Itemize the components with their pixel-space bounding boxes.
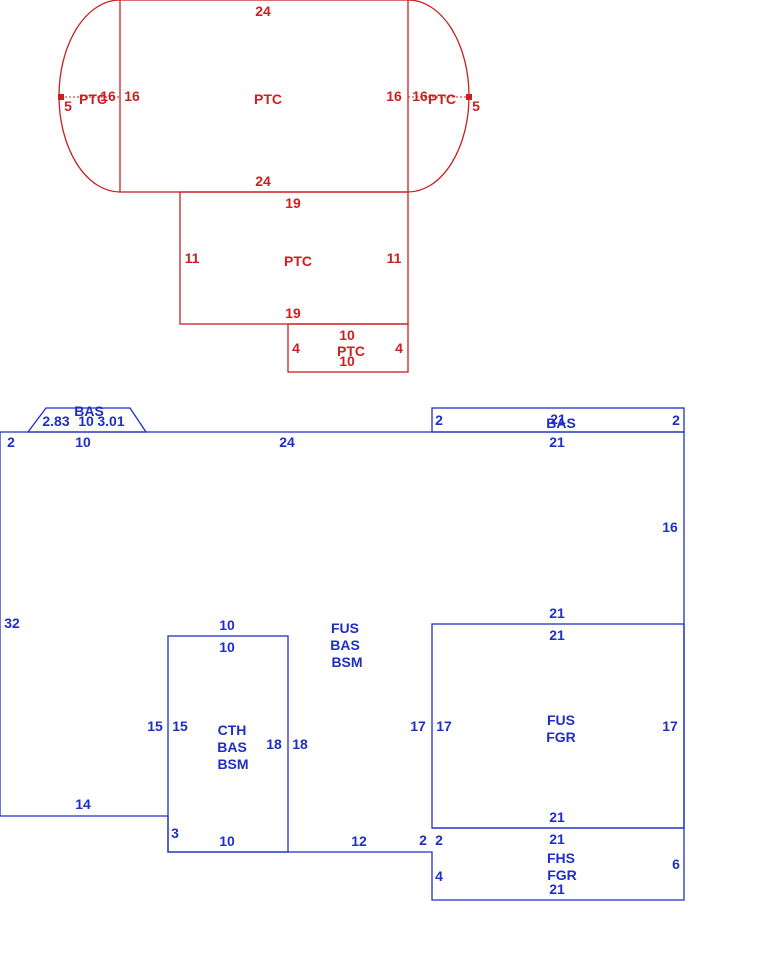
garage-code-1: FUS (547, 712, 575, 728)
patio-group: 24 24 16 16 16 16 5 5 PTC PTC PTC 19 19 … (58, 0, 480, 373)
cth-code-2: BAS (217, 739, 247, 755)
garage-left-outer-label: 17 (410, 718, 426, 734)
house-top-left-short-label: 2 (7, 434, 15, 450)
bay-left-side-label: 2.83 (42, 413, 69, 429)
house-top-main-label: 24 (279, 434, 295, 450)
patio-mid-right-label: 11 (387, 250, 402, 266)
fhs-top-label: 21 (549, 831, 565, 847)
cth-right-outer-label: 18 (292, 736, 308, 752)
patio-left-center-marker (58, 94, 64, 100)
garage-top-outer-label: 21 (549, 605, 565, 621)
bay-window-outline (26, 407, 148, 433)
fhs-left-label: 4 (435, 868, 443, 884)
fhs-code-1: FHS (547, 850, 575, 866)
patio-small-right-label: 4 (395, 340, 403, 356)
cth-top-inner-label: 10 (219, 639, 235, 655)
fhs-left-upper-label: 2 (435, 832, 443, 848)
garage-right-label: 17 (662, 718, 678, 734)
cth-left-outer-label: 15 (147, 718, 163, 734)
main-code-1: FUS (331, 620, 359, 636)
patio-left-arc-code: PTC (79, 91, 107, 107)
patio-small-left-label: 4 (292, 340, 300, 356)
main-code-3: BSM (331, 654, 362, 670)
bay-center-label: 10 (78, 413, 94, 429)
right-bump-top-label: 21 (550, 411, 566, 427)
main-code-2: BAS (330, 637, 360, 653)
cth-left-inner-label: 15 (172, 718, 188, 734)
patio-mid-left-label: 11 (185, 250, 200, 266)
house-top-under-bay-label: 10 (75, 434, 91, 450)
garage-top-inner-label: 21 (549, 627, 565, 643)
patio-mid-top-label: 19 (285, 195, 301, 211)
cth-code-1: CTH (218, 722, 247, 738)
right-bump-rect (431, 407, 685, 433)
patio-main-right-label: 16 (386, 88, 402, 104)
patio-main-top-label: 24 (255, 3, 271, 19)
house-outline (0, 431, 685, 901)
bay-right-side-label: 3.01 (97, 413, 124, 429)
fhs-right-label: 6 (672, 856, 680, 872)
patio-right-center-marker (466, 94, 472, 100)
cth-code-3: BSM (217, 756, 248, 772)
patio-mid-code: PTC (284, 253, 312, 269)
house-left-side-label: 32 (4, 615, 20, 631)
house-group: BAS 2.83 10 3.01 21 BAS 2 2 2 10 24 21 3… (0, 403, 685, 901)
patio-right-arc-side-label: 16 (412, 88, 428, 104)
patio-small-code: PTC (337, 343, 365, 359)
patio-small-bottom-label: 10 (339, 353, 355, 369)
garage-code-2: FGR (546, 729, 576, 745)
right-bump-right-label: 2 (672, 412, 680, 428)
patio-right-radius-label: 5 (472, 98, 480, 114)
garage-bottom-label: 21 (549, 809, 565, 825)
house-top-right-label: 21 (549, 434, 565, 450)
house-bottom-left-label: 14 (75, 796, 91, 812)
patio-main-code: PTC (254, 91, 282, 107)
house-right-upper-label: 16 (662, 519, 678, 535)
patio-main-bottom-label: 24 (255, 173, 271, 189)
patio-small-rect (287, 323, 409, 373)
patio-right-arc-code: PTC (428, 91, 456, 107)
fhs-code-2: FGR (547, 867, 577, 883)
fhs-bottom-label: 21 (549, 881, 565, 897)
garage-left-inner-label: 17 (436, 718, 452, 734)
cth-right-inner-label: 18 (266, 736, 282, 752)
bay-code: BAS (74, 403, 104, 419)
patio-main-left-label: 16 (124, 88, 140, 104)
right-bump-code: BAS (546, 415, 576, 431)
patio-left-radius-label: 5 (64, 98, 72, 114)
house-step-3-label: 3 (171, 825, 179, 841)
house-bottom-mid-label: 12 (351, 833, 367, 849)
house-step-2-label: 2 (419, 832, 427, 848)
cth-top-outer-label: 10 (219, 617, 235, 633)
cth-rect (167, 635, 289, 853)
patio-small-top-label: 10 (339, 327, 355, 343)
patio-mid-bottom-label: 19 (285, 305, 301, 321)
patio-left-arc-side-label: 16 (100, 88, 116, 104)
right-bump-left-label: 2 (435, 412, 443, 428)
cth-bottom-label: 10 (219, 833, 235, 849)
